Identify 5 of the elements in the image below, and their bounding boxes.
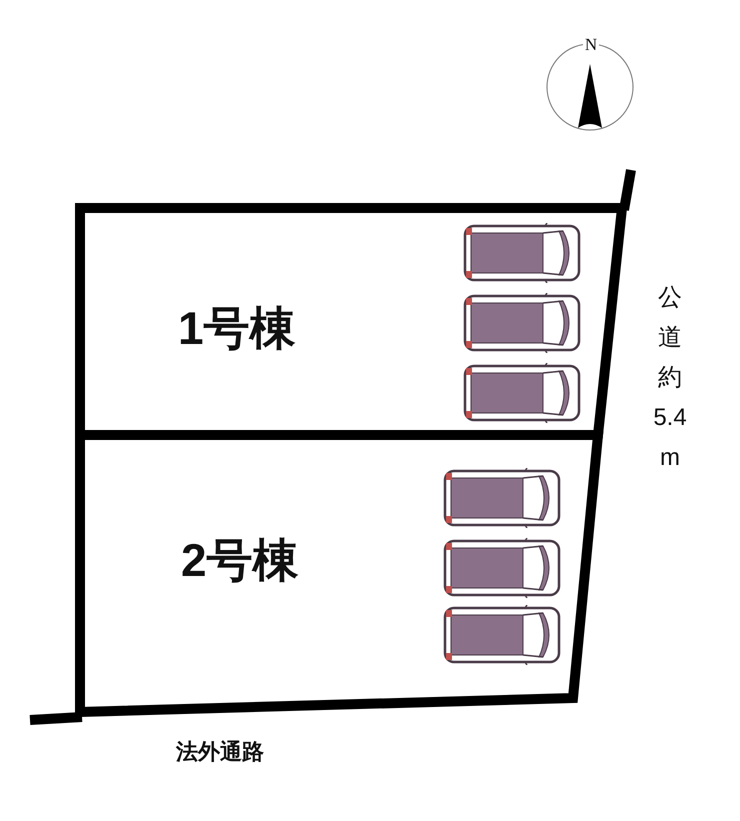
passage-label: 法外通路: [176, 738, 264, 766]
lot-label: 1号棟: [178, 301, 296, 356]
road-width-label: 公道約5.4m: [652, 283, 688, 473]
lot-label: 2号棟: [181, 533, 299, 588]
lot-plot: [75, 430, 605, 717]
